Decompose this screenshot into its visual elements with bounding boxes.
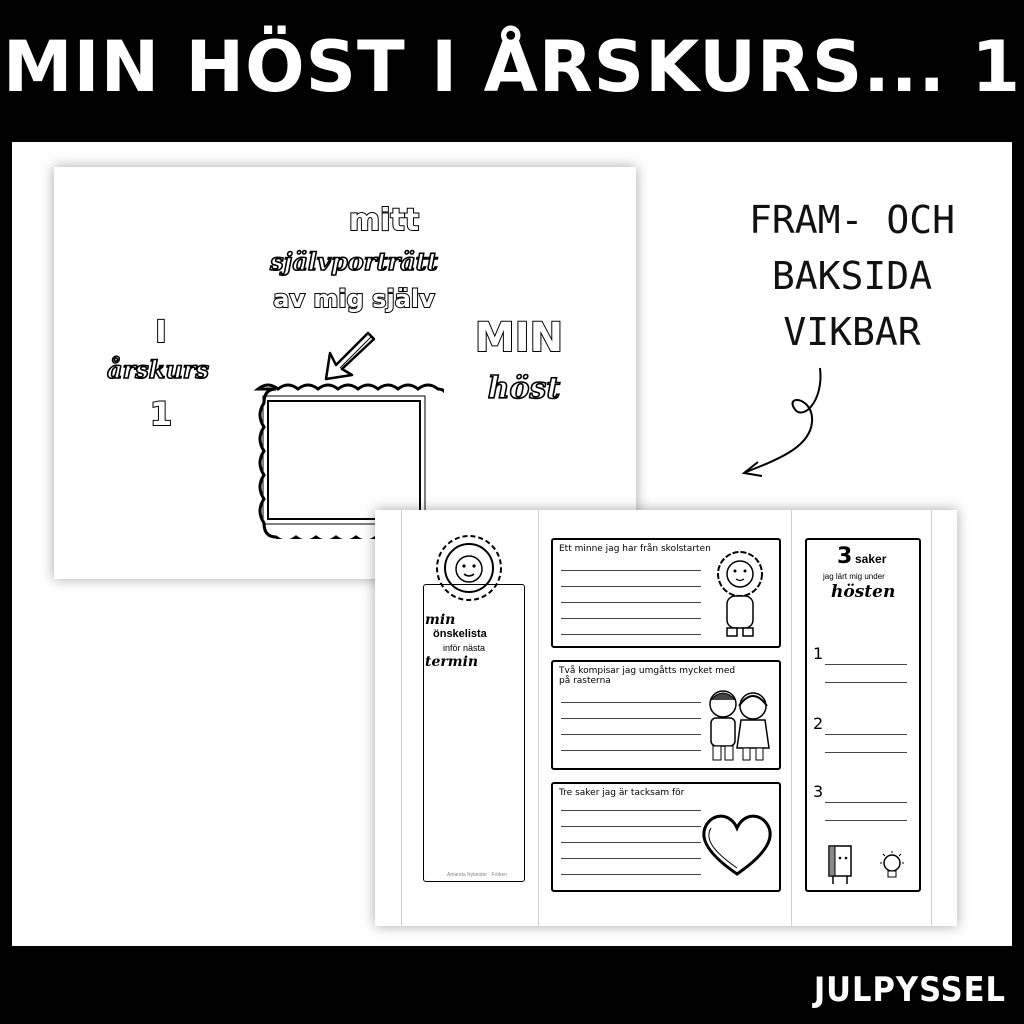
fold-note-line-2: BAKSIDA [771,254,933,298]
write-line [561,634,701,635]
book-character-icon [828,845,852,884]
cover-min: MIN [474,314,564,362]
learned-box: 3 saker jag lärt mig under hösten 1 2 3 [805,538,921,892]
friends-box: Två kompisar jag umgåtts mycket med på r… [551,660,781,770]
write-line [561,718,701,719]
grateful-prompt: Tre saker jag är tacksam för [559,788,685,798]
write-line [561,810,701,811]
cover-arskurs: årskurs [106,354,210,385]
cover-portrait-word-2: självporträtt [269,246,438,277]
heart-icon [702,814,772,876]
write-line [561,702,701,703]
memory-prompt: Ett minne jag har från skolstarten [559,544,711,554]
down-arrow-icon [324,331,376,381]
write-line [561,618,701,619]
wishlist-word-min: min [425,612,456,628]
write-line [561,750,701,751]
write-line [825,820,907,821]
fold-note: FRAM- OCH BAKSIDA VIKBAR [712,192,992,360]
memory-box: Ett minne jag har från skolstarten [551,538,781,648]
wishlist-word-infor: inför nästa [443,643,486,653]
two-kids-icon [709,690,770,761]
cover-grade: 1 [149,394,173,434]
fold-line [791,510,792,926]
grateful-box: Tre saker jag är tacksam för [551,782,781,892]
write-line [825,802,907,803]
write-line [825,752,907,753]
write-line [825,664,907,665]
wishlist-word-termin: termin [425,654,479,670]
write-line [561,570,701,571]
cover-host: höst [487,370,561,407]
self-portrait-frame [244,381,454,543]
fold-note-line-1: FRAM- OCH [749,198,955,242]
lightbulb-icon [880,851,904,878]
curly-arrow-icon [741,367,822,477]
learned-autumn: hösten [831,582,896,602]
cover-portrait-word-3: av mig själv [272,284,436,314]
write-line [825,734,907,735]
credit-text: Amanda Nylander · Fröken [447,872,508,878]
inner-spread-sheet: min önskelista inför nästa termin Amanda… [375,510,957,926]
write-line [561,858,701,859]
friends-prompt: Två kompisar jag umgåtts mycket med på r… [559,666,736,686]
lion-mascot-icon [717,551,763,637]
write-line [561,842,701,843]
learned-saker: saker [855,552,887,566]
fold-note-line-3: VIKBAR [783,310,921,354]
banner-title: MIN HÖST I ÅRSKURS... 1 [2,26,1022,108]
write-line [561,602,701,603]
wishlist-box [423,584,525,882]
fold-line [538,510,539,926]
write-line [561,734,701,735]
cover-portrait-word-1: mitt [348,202,420,239]
learned-subtitle: jag lärt mig under [823,572,885,581]
learned-number: 3 [837,544,853,569]
learned-item-3: 3 [813,782,824,801]
write-line [825,682,907,683]
learned-item-2: 2 [813,714,824,733]
wishlist-word-onskelista: önskelista [433,628,487,640]
write-line [561,586,701,587]
fold-line [401,510,402,926]
front-cover-sheet: I årskurs 1 mitt självporträtt av mig sj… [54,167,636,579]
cover-i: I [154,314,167,351]
product-preview: I årskurs 1 mitt självporträtt av mig sj… [12,142,1012,946]
write-line [561,826,701,827]
brand-name: JULPYSSEL [813,970,1006,1010]
write-line [561,874,701,875]
fold-line [931,510,932,926]
learned-item-1: 1 [813,644,824,663]
